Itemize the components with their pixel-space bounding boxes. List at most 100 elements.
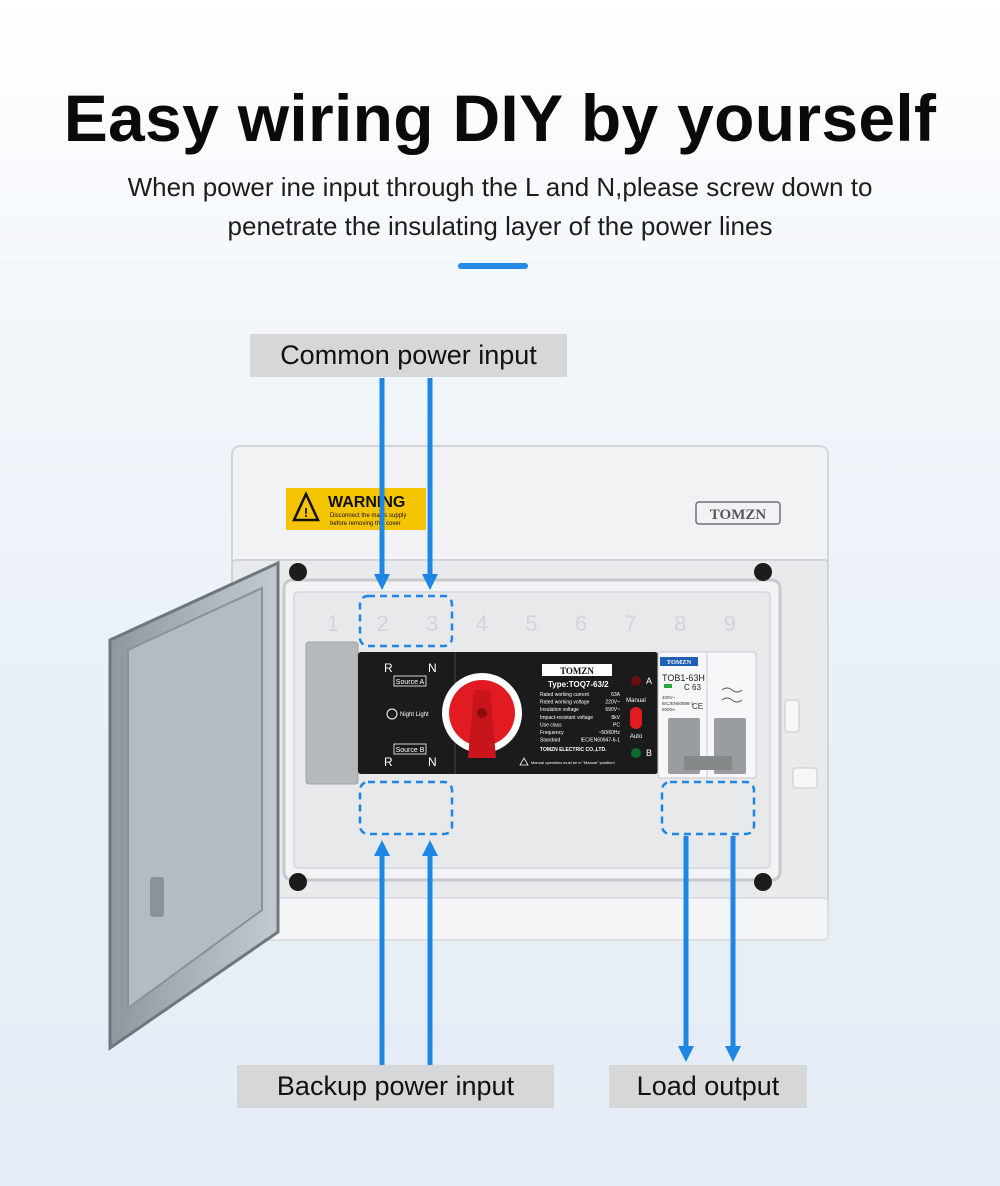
breaker-status-mark bbox=[664, 684, 672, 688]
slot-number: 9 bbox=[724, 611, 736, 636]
spec-key: Frequency bbox=[540, 730, 564, 736]
spec-key: Impact-resistant voltage bbox=[540, 715, 593, 721]
indicator-b-light bbox=[631, 748, 641, 758]
enclosure-bottom-lip bbox=[231, 897, 829, 941]
spec-key: Rated working current bbox=[540, 692, 590, 698]
warning-sticker: ! WARNING Disconnect the mains supply be… bbox=[286, 488, 426, 530]
highlight-load-output-terminals bbox=[660, 780, 756, 836]
rotary-knob-handle bbox=[468, 690, 496, 758]
source-b-frame bbox=[393, 743, 427, 755]
spec-value: IEC/EN60947-6-1 bbox=[581, 738, 621, 744]
arrowhead-backup-n bbox=[422, 840, 438, 856]
terminal-r-top: R bbox=[384, 661, 393, 675]
indicator-a-label: A bbox=[646, 676, 652, 686]
spec-key: Use class bbox=[540, 722, 562, 728]
common-power-input-label: Common power input bbox=[250, 334, 567, 377]
switch-brand-badge bbox=[542, 664, 612, 676]
blank-module bbox=[305, 641, 359, 785]
open-door bbox=[108, 560, 280, 1051]
source-a-label: Source A bbox=[396, 679, 425, 686]
terminal-n-bottom: N bbox=[428, 755, 437, 769]
terminal-n-top: N bbox=[428, 661, 437, 675]
warning-line-1: Disconnect the mains supply bbox=[330, 513, 406, 519]
warning-triangle-icon bbox=[292, 491, 320, 522]
subtitle-line-2: penetrate the insulating layer of the po… bbox=[227, 211, 773, 241]
breaker-model: TOB1-63H bbox=[662, 673, 705, 683]
circuit-breaker: TOMZN TOB1-63H C 63 400V~ IEC/EN60898-1 … bbox=[657, 651, 757, 779]
breaker-ce-mark: CE bbox=[692, 702, 703, 711]
arrowhead-common-n bbox=[422, 574, 438, 590]
switch-company: TOMZN ELECTRIC CO.,LTD. bbox=[540, 747, 607, 753]
slot-number: 3 bbox=[426, 611, 438, 636]
source-b-label: Source B bbox=[396, 747, 425, 754]
manual-label: Manual bbox=[626, 698, 646, 704]
indicator-a-light bbox=[631, 676, 641, 686]
breaker-brand: TOMZN bbox=[667, 659, 692, 666]
backup-power-input-label: Backup power input bbox=[237, 1065, 554, 1108]
arrowhead-load-n bbox=[725, 1046, 741, 1062]
highlight-backup-input-terminals bbox=[358, 780, 454, 836]
breaker-rating: C 63 bbox=[684, 683, 701, 692]
warning-line-2: before removing this cover bbox=[330, 521, 401, 527]
breaker-brand-badge bbox=[660, 657, 698, 666]
screw-bottom-left bbox=[289, 873, 307, 891]
breaker-circuit-symbol bbox=[721, 687, 743, 703]
rotary-knob-center bbox=[477, 708, 487, 718]
switch-brand: TOMZN bbox=[560, 666, 594, 676]
breaker-line-3: 6000A bbox=[662, 707, 675, 712]
slot-number: 1 bbox=[327, 611, 339, 636]
highlight-common-input-terminals bbox=[358, 594, 454, 648]
arrowhead-backup-l bbox=[374, 840, 390, 856]
breaker-handle-tie bbox=[684, 756, 732, 770]
slot-number: 5 bbox=[525, 611, 537, 636]
slot-number: 7 bbox=[624, 611, 636, 636]
warning-title: WARNING bbox=[328, 494, 405, 511]
latch-lower bbox=[792, 767, 818, 789]
warning-exclamation: ! bbox=[304, 505, 308, 520]
warning-background bbox=[286, 488, 426, 530]
accent-divider bbox=[458, 263, 528, 269]
slot-number: 6 bbox=[575, 611, 587, 636]
brand-logo: TOMZN bbox=[710, 507, 767, 523]
slot-number: 4 bbox=[476, 611, 488, 636]
switch-note: Manual operation must be in "Manual" pos… bbox=[531, 760, 615, 765]
night-light-label: Night Light bbox=[400, 712, 429, 718]
transfer-switch: R N Source A Night Light Source B R N TO… bbox=[358, 652, 658, 774]
spec-value: PC bbox=[613, 722, 620, 728]
indicator-b-label: B bbox=[646, 748, 652, 758]
page-subtitle: When power ine input through the L and N… bbox=[60, 168, 940, 246]
brand-logo-frame bbox=[695, 501, 781, 525]
screw-top-left bbox=[289, 563, 307, 581]
spec-value: 8kV bbox=[611, 715, 620, 721]
arrowhead-common-l bbox=[374, 574, 390, 590]
subtitle-line-1: When power ine input through the L and N… bbox=[127, 172, 873, 202]
spec-key: Rated working voltage bbox=[540, 700, 590, 706]
load-output-label: Load output bbox=[609, 1065, 807, 1108]
manual-auto-toggle bbox=[630, 707, 642, 729]
breaker-line-2: IEC/EN60898-1 bbox=[662, 701, 694, 706]
spec-key: Standard bbox=[540, 738, 561, 744]
slot-number: 2 bbox=[376, 611, 388, 636]
page-title: Easy wiring DIY by yourself bbox=[63, 81, 937, 155]
door-handle bbox=[150, 877, 164, 917]
auto-label: Auto bbox=[630, 734, 643, 740]
terminal-r-bottom: R bbox=[384, 755, 393, 769]
source-a-frame bbox=[393, 675, 427, 687]
switch-type: Type:TOQ7-63/2 bbox=[548, 680, 609, 689]
screw-top-right bbox=[754, 563, 772, 581]
spec-value: ~50/60Hz bbox=[598, 730, 620, 736]
spec-key: Insulation voltage bbox=[540, 707, 579, 713]
latch-upper bbox=[784, 699, 800, 733]
note-warning-icon bbox=[519, 757, 529, 766]
spec-value: 690V~ bbox=[605, 707, 620, 713]
screw-bottom-right bbox=[754, 873, 772, 891]
spec-value: 63A bbox=[611, 692, 621, 698]
night-light-icon bbox=[386, 708, 398, 720]
switch-spec-table: Rated working current 63A Rated working vo… bbox=[540, 692, 621, 744]
spec-value: 220V~ bbox=[605, 700, 620, 706]
arrowhead-load-l bbox=[678, 1046, 694, 1062]
breaker-line-1: 400V~ bbox=[662, 695, 676, 700]
wiring-arrows bbox=[374, 378, 741, 1066]
